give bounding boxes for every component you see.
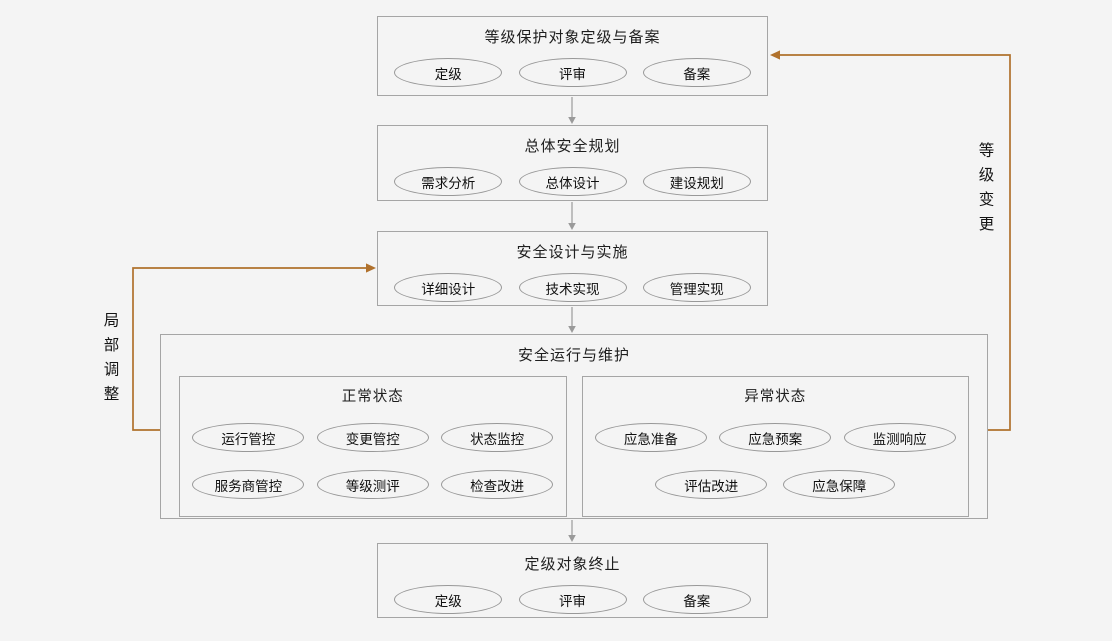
group-title: 异常状态 [744,389,807,405]
stage-title: 总体安全规划 [524,137,621,155]
ellipse-item: 管理实现 [642,273,751,302]
ellipse-row: 评估改进 应急保障 [583,470,969,499]
ellipse-row: 详细设计 技术实现 管理实现 [378,273,767,302]
ellipse-row: 服务商管控 等级测评 检查改进 [180,470,566,499]
ellipse-item: 应急准备 [594,423,707,452]
ellipse-item: 检查改进 [441,470,554,499]
ellipse-row: 定级 评审 备案 [378,58,767,87]
ellipse-item: 应急保障 [783,470,896,499]
ellipse-row: 运行管控 变更管控 状态监控 [180,423,566,452]
ellipse-item: 变更管控 [316,423,429,452]
state-groups: 正常状态 运行管控 变更管控 状态监控 服务商管控 等级测评 检查改进 异常状态… [161,376,987,517]
ellipse-item: 备案 [642,58,751,87]
ellipse-item: 监测响应 [843,423,956,452]
label-grade-change: 等级变更 [976,142,995,240]
label-local-adjustment: 局部调整 [101,312,120,410]
stage-security-operation-maintenance: 安全运行与维护 正常状态 运行管控 变更管控 状态监控 服务商管控 等级测评 检… [160,334,988,519]
ellipse-item: 运行管控 [192,423,305,452]
group-normal-state: 正常状态 运行管控 变更管控 状态监控 服务商管控 等级测评 检查改进 [179,376,567,517]
ellipse-item: 备案 [642,585,751,614]
arrow-stage3-to-stage4 [568,307,576,333]
stage-title: 等级保护对象定级与备案 [484,28,661,46]
ellipse-item: 定级 [394,58,503,87]
ellipse-item: 定级 [394,585,503,614]
ellipse-row: 需求分析 总体设计 建设规划 [378,167,767,196]
ellipse-row: 应急准备 应急预案 监测响应 [583,423,969,452]
arrow-stage4-to-stage5 [568,520,576,542]
stage-title: 定级对象终止 [524,555,621,573]
arrow-stage1-to-stage2 [568,97,576,124]
stage-title: 安全运行与维护 [517,346,630,364]
stage-title: 安全设计与实施 [516,243,629,261]
arrow-stage2-to-stage3 [568,202,576,230]
ellipse-item: 评审 [518,58,627,87]
ellipse-item: 评审 [518,585,627,614]
group-abnormal-state: 异常状态 应急准备 应急预案 监测响应 评估改进 应急保障 [581,376,969,517]
ellipse-item: 服务商管控 [192,470,305,499]
ellipse-item: 详细设计 [394,273,503,302]
ellipse-item: 评估改进 [655,470,768,499]
ellipse-item: 需求分析 [394,167,503,196]
stage-security-design-implementation: 安全设计与实施 详细设计 技术实现 管理实现 [377,231,768,306]
ellipse-item: 总体设计 [518,167,627,196]
ellipse-item: 状态监控 [441,423,554,452]
stage-grading-and-filing: 等级保护对象定级与备案 定级 评审 备案 [377,16,768,96]
ellipse-item: 等级测评 [316,470,429,499]
ellipse-item: 技术实现 [518,273,627,302]
ellipse-item: 应急预案 [719,423,832,452]
stage-object-termination: 定级对象终止 定级 评审 备案 [377,543,768,618]
group-title: 正常状态 [341,389,404,405]
ellipse-row: 定级 评审 备案 [378,585,767,614]
ellipse-item: 建设规划 [642,167,751,196]
stage-overall-security-planning: 总体安全规划 需求分析 总体设计 建设规划 [377,125,768,201]
